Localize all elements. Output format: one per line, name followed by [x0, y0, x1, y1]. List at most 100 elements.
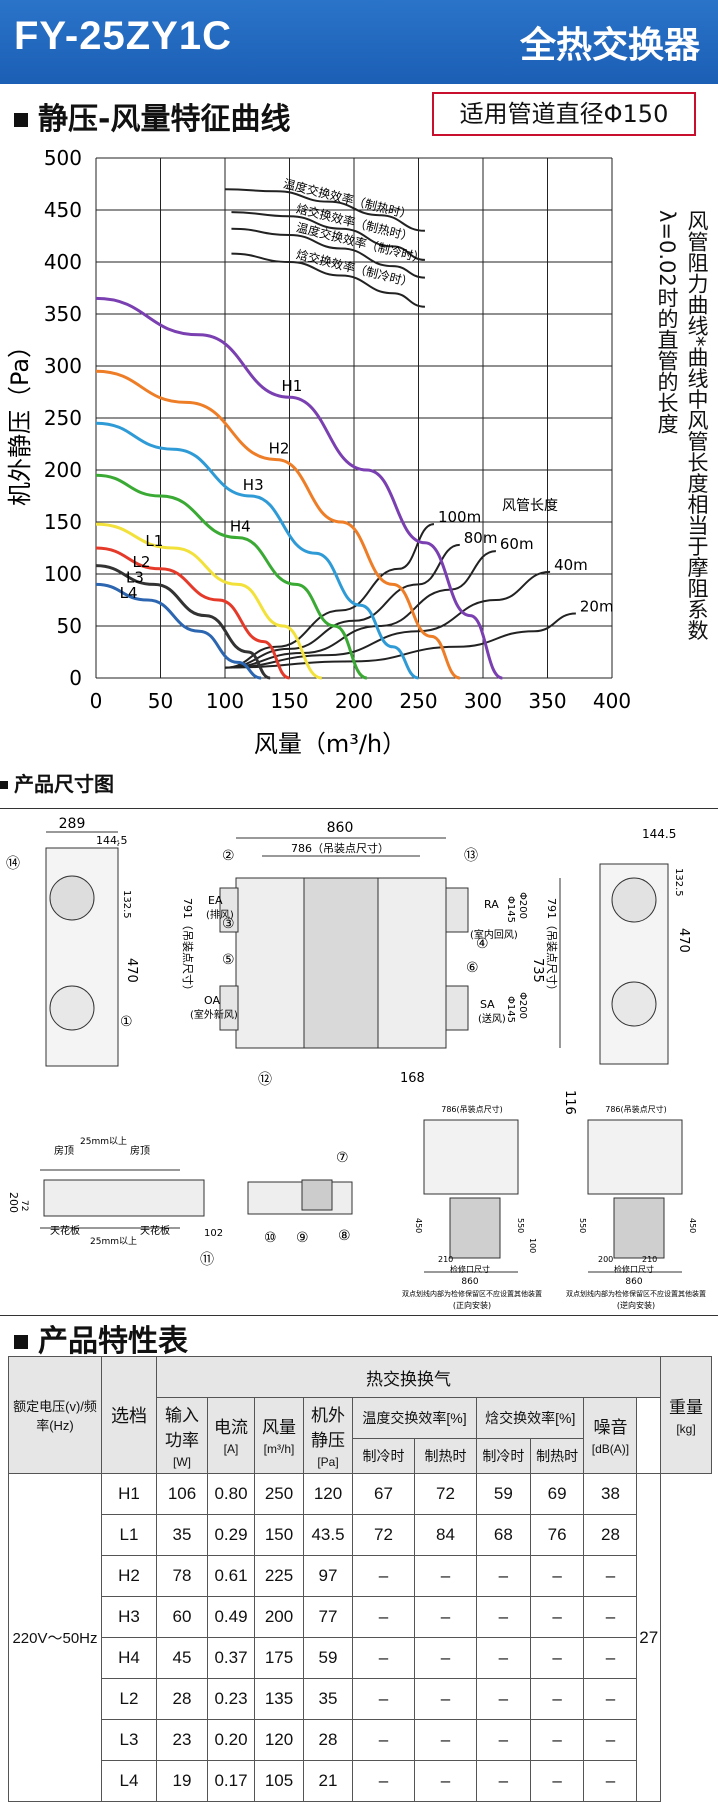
- value-cell: 28: [156, 1678, 208, 1720]
- gear-cell: L2: [101, 1678, 157, 1720]
- sub-enth-heat: 制热时: [529, 1438, 585, 1474]
- value-cell: –: [413, 1596, 477, 1638]
- sa-label: SA: [480, 998, 495, 1011]
- duct-label-60m: 60m: [500, 535, 534, 553]
- side-200: 200: [7, 1192, 20, 1213]
- y-tick-label: 200: [44, 458, 82, 482]
- value-cell: –: [529, 1719, 585, 1761]
- value-cell: –: [583, 1678, 638, 1720]
- value-cell: 76: [529, 1514, 585, 1556]
- value-cell: 72: [413, 1473, 477, 1515]
- ra-label: RA: [484, 898, 499, 911]
- front-offset: 132.5: [121, 890, 132, 919]
- series-label-l3: L3: [126, 568, 144, 586]
- fan-curve-l2: [95, 546, 290, 680]
- install1-100: 100: [528, 1238, 537, 1253]
- duct-resistance-note: 风管阻力曲线*曲线中风管长度相当于摩阻系数λ=0.02时的直管的长度: [655, 210, 709, 641]
- duct-label-100m: 100m: [438, 508, 481, 526]
- value-cell: 200: [254, 1596, 304, 1638]
- value-cell: 28: [583, 1514, 638, 1556]
- header-flow: 风量[m³/h]: [254, 1397, 304, 1474]
- main-h735: 735: [530, 958, 545, 983]
- duct-label-80m: 80m: [464, 529, 498, 547]
- value-cell: –: [475, 1637, 531, 1679]
- duct-label-20m: 20m: [580, 598, 614, 616]
- series-label-h4: H4: [230, 518, 251, 536]
- value-cell: 0.80: [207, 1473, 255, 1515]
- value-cell: 0.49: [207, 1596, 255, 1638]
- header-group: 热交换换气: [156, 1356, 661, 1398]
- y-axis-label: 机外静压（Pa）: [6, 334, 34, 506]
- series-label-l2: L2: [133, 553, 151, 571]
- value-cell: 72: [352, 1514, 415, 1556]
- value-cell: 120: [303, 1473, 353, 1515]
- value-cell: –: [529, 1678, 585, 1720]
- value-cell: –: [529, 1637, 585, 1679]
- gear-cell: L3: [101, 1719, 157, 1761]
- header-noise: 噪音[dB(A)]: [583, 1397, 638, 1474]
- fan-curve-l3: [95, 564, 271, 680]
- sub-temp-heat: 制热时: [413, 1438, 477, 1474]
- phi-200-bottom: Φ200: [517, 992, 528, 1019]
- value-cell: 35: [303, 1678, 353, 1720]
- phi-200-top: Φ200: [517, 892, 528, 919]
- value-cell: –: [583, 1719, 638, 1761]
- callout-5: ⑤: [222, 952, 235, 968]
- callout-8: ⑧: [338, 1228, 351, 1244]
- header-pressure: 机外静压[Pa]: [303, 1397, 353, 1474]
- header-enth-eff: 焓交换效率[%]: [475, 1397, 585, 1439]
- value-cell: –: [413, 1760, 477, 1802]
- value-cell: 60: [156, 1596, 208, 1638]
- gap-label-2: 25mm以上: [90, 1236, 137, 1247]
- ea-label: EA: [208, 894, 223, 907]
- install2-200: 200: [598, 1255, 613, 1264]
- side-72: 72: [19, 1200, 29, 1211]
- install1-caption: 双点划线内部为检修保留区不应设置其他装置: [402, 1289, 542, 1298]
- callout-1: ①: [120, 1014, 133, 1030]
- value-cell: 135: [254, 1678, 304, 1720]
- value-cell: 21: [303, 1760, 353, 1802]
- value-cell: 77: [303, 1596, 353, 1638]
- value-cell: 105: [254, 1760, 304, 1802]
- main-116: 116: [562, 1090, 577, 1115]
- ea-desc: (排风): [206, 908, 234, 921]
- header-banner: FY-25ZY1C 全热交换器: [0, 0, 718, 84]
- series-label-h1: H1: [282, 377, 303, 395]
- sa-desc: (送风): [478, 1012, 506, 1025]
- x-tick-label: 300: [464, 689, 502, 713]
- value-cell: –: [413, 1637, 477, 1679]
- fan-curve-h2: [95, 369, 461, 680]
- oa-label: OA: [204, 994, 220, 1007]
- callout-14: ⑭: [6, 856, 20, 872]
- fan-curve-h3: [95, 421, 419, 680]
- callout-4: ④: [476, 936, 489, 952]
- oa-desc: (室外新风): [190, 1008, 238, 1021]
- value-cell: 38: [583, 1473, 638, 1515]
- sub-enth-cool: 制冷时: [475, 1438, 531, 1474]
- install1-550: 550: [516, 1218, 525, 1233]
- gear-cell: H4: [101, 1637, 157, 1679]
- value-cell: 0.29: [207, 1514, 255, 1556]
- duct-curve-80m: [224, 543, 460, 669]
- front-view: [45, 831, 119, 1067]
- gap-label-1: 25mm以上: [80, 1136, 127, 1147]
- main-width: 860: [327, 820, 354, 836]
- duct-curve-20m: [224, 612, 576, 669]
- value-cell: 120: [254, 1719, 304, 1761]
- value-cell: –: [475, 1678, 531, 1720]
- callout-7: ⑦: [336, 1150, 349, 1166]
- value-cell: 35: [156, 1514, 208, 1556]
- dims-section-title: 产品尺寸图: [0, 768, 114, 797]
- callout-12: ⑫: [258, 1072, 272, 1088]
- x-tick-label: 150: [270, 689, 308, 713]
- efficiency-curve: [224, 188, 425, 232]
- phi-145-top: Φ145: [505, 896, 516, 923]
- phi-145-bottom: Φ145: [505, 996, 516, 1023]
- value-cell: –: [352, 1719, 415, 1761]
- fan-curve-h4: [95, 473, 368, 680]
